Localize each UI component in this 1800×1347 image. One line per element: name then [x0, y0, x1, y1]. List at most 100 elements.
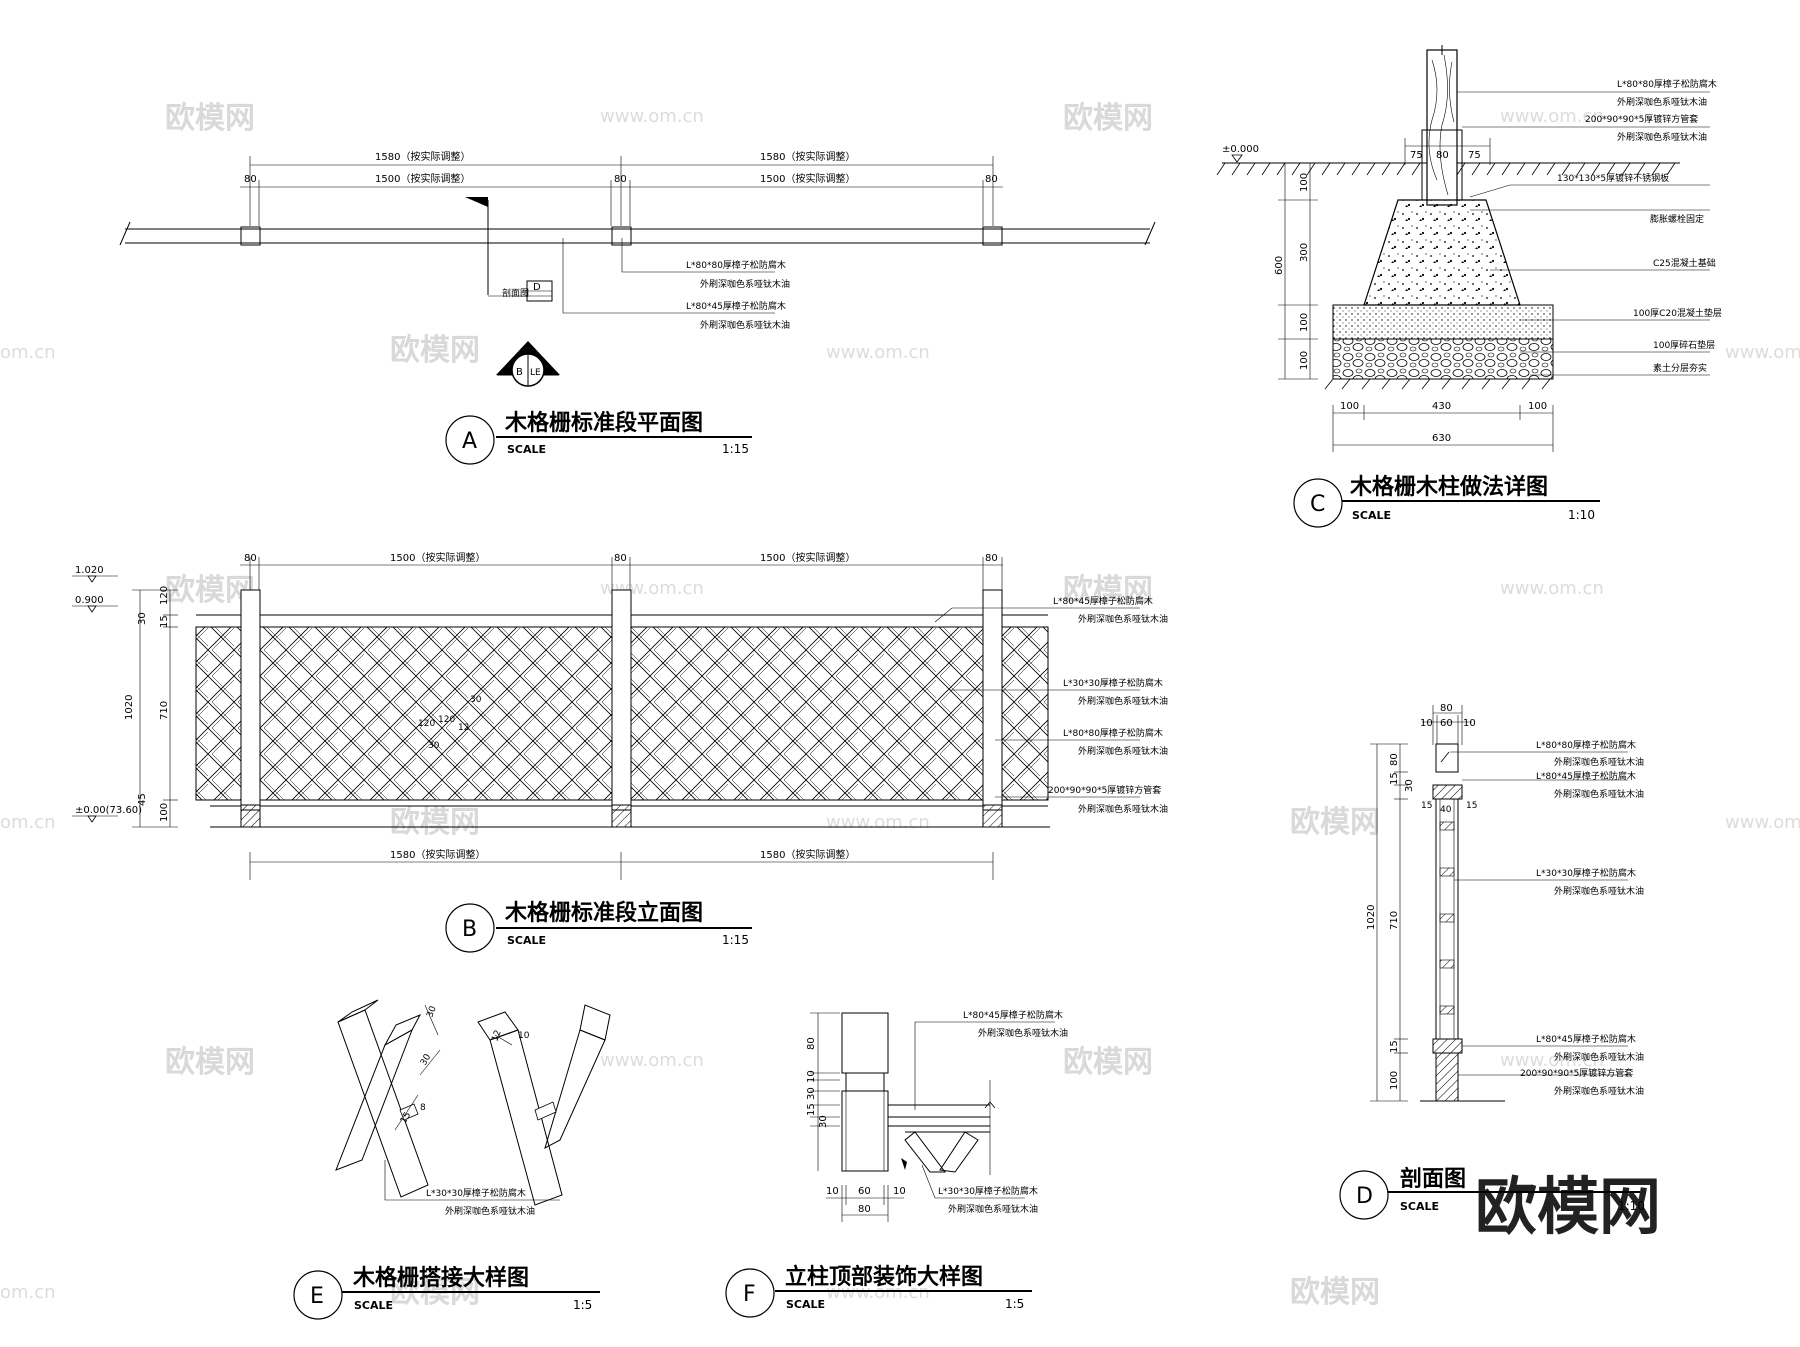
top-dim-80b: 80 — [858, 1204, 871, 1215]
post-note-1: L*80*80厚樟子松防腐木 — [1617, 78, 1717, 90]
elev-dim-span-2: 1500（按实际调整） — [760, 551, 855, 564]
elev-ground: ±0.00(73.60) — [75, 805, 142, 816]
top-note-2b: 外刷深咖色系哑钛木油 — [948, 1203, 1038, 1215]
top-dim-10c: 10 — [893, 1186, 906, 1197]
watermark-brand: 欧模网 — [1063, 573, 1153, 608]
sec-dim-10b: 10 — [1463, 718, 1476, 729]
drawing-a-title: 木格栅标准段平面图 — [504, 410, 703, 436]
section-label: 剖面图 — [502, 287, 529, 299]
sec-note-5: 200*90*90*5厚镀锌方管套 — [1520, 1067, 1633, 1079]
post-note-4: 膨胀螺栓固定 — [1650, 213, 1704, 225]
lattice-dim-1: 120 — [418, 719, 435, 729]
drawing-b-scale-label: SCALE — [507, 934, 546, 947]
watermark-site: www.om.cn — [1500, 1050, 1604, 1071]
section-mark-top: B — [516, 367, 523, 378]
top-dim-80: 80 — [806, 1037, 817, 1050]
elev-note-1b: 外刷深咖色系哑钛木油 — [1078, 613, 1168, 625]
watermark-brand: 欧模网 — [390, 805, 480, 840]
section-mark-bottom: LE — [530, 368, 541, 378]
sec-note-2: L*80*45厚樟子松防腐木 — [1536, 770, 1636, 782]
watermark-edge-site: om.cn — [0, 342, 56, 363]
watermark-edge-site: om.cn — [0, 812, 56, 833]
post-dim-300: 300 — [1299, 243, 1310, 262]
drawing-c-letter: C — [1310, 492, 1325, 517]
post-note-2: 200*90*90*5厚镀锌方管套 — [1585, 113, 1698, 125]
sec-dim-15a: 15 — [1389, 772, 1400, 785]
drawing-d-scale: 1:10 — [1618, 1199, 1645, 1213]
elev-dim-1020: 1020 — [124, 695, 135, 720]
post-elev: ±0.000 — [1222, 144, 1259, 155]
drawing-c-title: 木格栅木柱做法详图 — [1349, 474, 1548, 500]
drawing-f-scale-label: SCALE — [786, 1298, 825, 1311]
elev-dim-45: 45 — [137, 793, 148, 806]
watermark-site: www.om.cn — [1500, 578, 1604, 599]
drawing-e-badge — [293, 1270, 343, 1320]
sec-note-1b: 外刷深咖色系哑钛木油 — [1554, 756, 1644, 768]
top-note-2: L*30*30厚樟子松防腐木 — [938, 1185, 1038, 1197]
watermark-brand: 欧模网 — [1290, 1275, 1380, 1310]
elev-note-1: L*80*45厚樟子松防腐木 — [1053, 595, 1153, 607]
dim-span-1: 1500（按实际调整） — [375, 172, 470, 185]
dim-overall-2: 1580（按实际调整） — [760, 150, 855, 163]
watermark-site: www.om.cn — [1725, 812, 1800, 833]
watermark-site: www.om.cn — [826, 342, 930, 363]
joint-dim-30b: 30 — [419, 1052, 434, 1067]
elev-top: 1.020 — [75, 565, 104, 576]
drawing-f-post-top: 80 10 30 15 30 10 60 10 80 L*80*45厚樟子松防腐… — [725, 1009, 1068, 1318]
watermark-brand: 欧模网 — [1290, 805, 1380, 840]
sec-dim-80: 80 — [1440, 703, 1453, 714]
joint-dim-30a: 30 — [425, 1005, 438, 1019]
sec-dim-top80: 80 — [1389, 753, 1400, 766]
sec-dim-100: 100 — [1389, 1071, 1400, 1090]
drawing-f-letter: F — [743, 1282, 756, 1307]
watermark-site: www.om.cn — [600, 106, 704, 127]
drawing-a-letter: A — [462, 429, 477, 454]
dim-post-1: 80 — [244, 174, 257, 185]
elev-dim-bottom-1: 1580（按实际调整） — [390, 848, 485, 861]
watermark-site: www.om.cn — [826, 1282, 930, 1303]
watermark-layer: 欧模网 www.om.cn 欧模网 www.om.cn om.cn 欧模网 ww… — [0, 101, 1800, 1310]
post-note-1b: 外刷深咖色系哑钛木油 — [1617, 96, 1707, 108]
drawing-a-scale: 1:15 — [722, 442, 749, 456]
post-dim-w-630: 630 — [1432, 433, 1451, 444]
sec-dim-15b: 15 — [1389, 1040, 1400, 1053]
drawing-f-title: 立柱顶部装饰大样图 — [785, 1264, 983, 1290]
elev-dim-post-2: 80 — [614, 553, 627, 564]
elev-note-3: L*80*80厚樟子松防腐木 — [1063, 727, 1163, 739]
sec-note-4: L*80*45厚樟子松防腐木 — [1536, 1033, 1636, 1045]
post-dim-100c: 100 — [1299, 351, 1310, 370]
sec-note-4b: 外刷深咖色系哑钛木油 — [1554, 1051, 1644, 1063]
elev-dim-30: 30 — [137, 612, 148, 625]
top-dim-10a: 10 — [806, 1070, 817, 1083]
elev-dim-post-1: 80 — [244, 553, 257, 564]
drawing-b-title: 木格栅标准段立面图 — [504, 900, 703, 926]
post-dim-100b: 100 — [1299, 313, 1310, 332]
elev-note-3b: 外刷深咖色系哑钛木油 — [1078, 745, 1168, 757]
drawing-d-title: 剖面图 — [1400, 1166, 1466, 1192]
plan-note-1b: 外刷深咖色系哑钛木油 — [700, 278, 790, 290]
joint-dim-12: 12 — [490, 1029, 503, 1043]
watermark-edge-site: om.cn — [0, 1282, 56, 1303]
elev-dim-bottom-2: 1580（按实际调整） — [760, 848, 855, 861]
drawing-c-scale: 1:10 — [1568, 508, 1595, 522]
joint-dim-10: 10 — [518, 1031, 530, 1041]
drawing-e-joint-detail: 30 30 15 8 12 10 L*30*30厚樟子松防腐木 外刷深咖色系哑钛… — [293, 999, 611, 1320]
sec-dim-30: 30 — [1404, 779, 1415, 792]
sec-note-1: L*80*80厚樟子松防腐木 — [1536, 739, 1636, 751]
post-dim-80: 80 — [1436, 150, 1449, 161]
plan-note-1: L*80*80厚樟子松防腐木 — [686, 259, 786, 271]
post-dim-w-100a: 100 — [1340, 401, 1359, 412]
elev-rail: 0.900 — [75, 595, 104, 606]
post-note-5: C25混凝土基础 — [1653, 257, 1716, 269]
sec-note-5b: 外刷深咖色系哑钛木油 — [1554, 1085, 1644, 1097]
top-note-1b: 外刷深咖色系哑钛木油 — [978, 1027, 1068, 1039]
drawing-a-scale-label: SCALE — [507, 443, 546, 456]
sec-dim-1020: 1020 — [1366, 905, 1377, 930]
joint-note-1: L*30*30厚樟子松防腐木 — [426, 1187, 526, 1199]
plan-note-2b: 外刷深咖色系哑钛木油 — [700, 319, 790, 331]
elev-dim-post-3: 80 — [985, 553, 998, 564]
sec-note-2b: 外刷深咖色系哑钛木油 — [1554, 788, 1644, 800]
lattice-dim-2: 120 — [438, 715, 455, 725]
drawing-a-badge — [445, 415, 495, 465]
